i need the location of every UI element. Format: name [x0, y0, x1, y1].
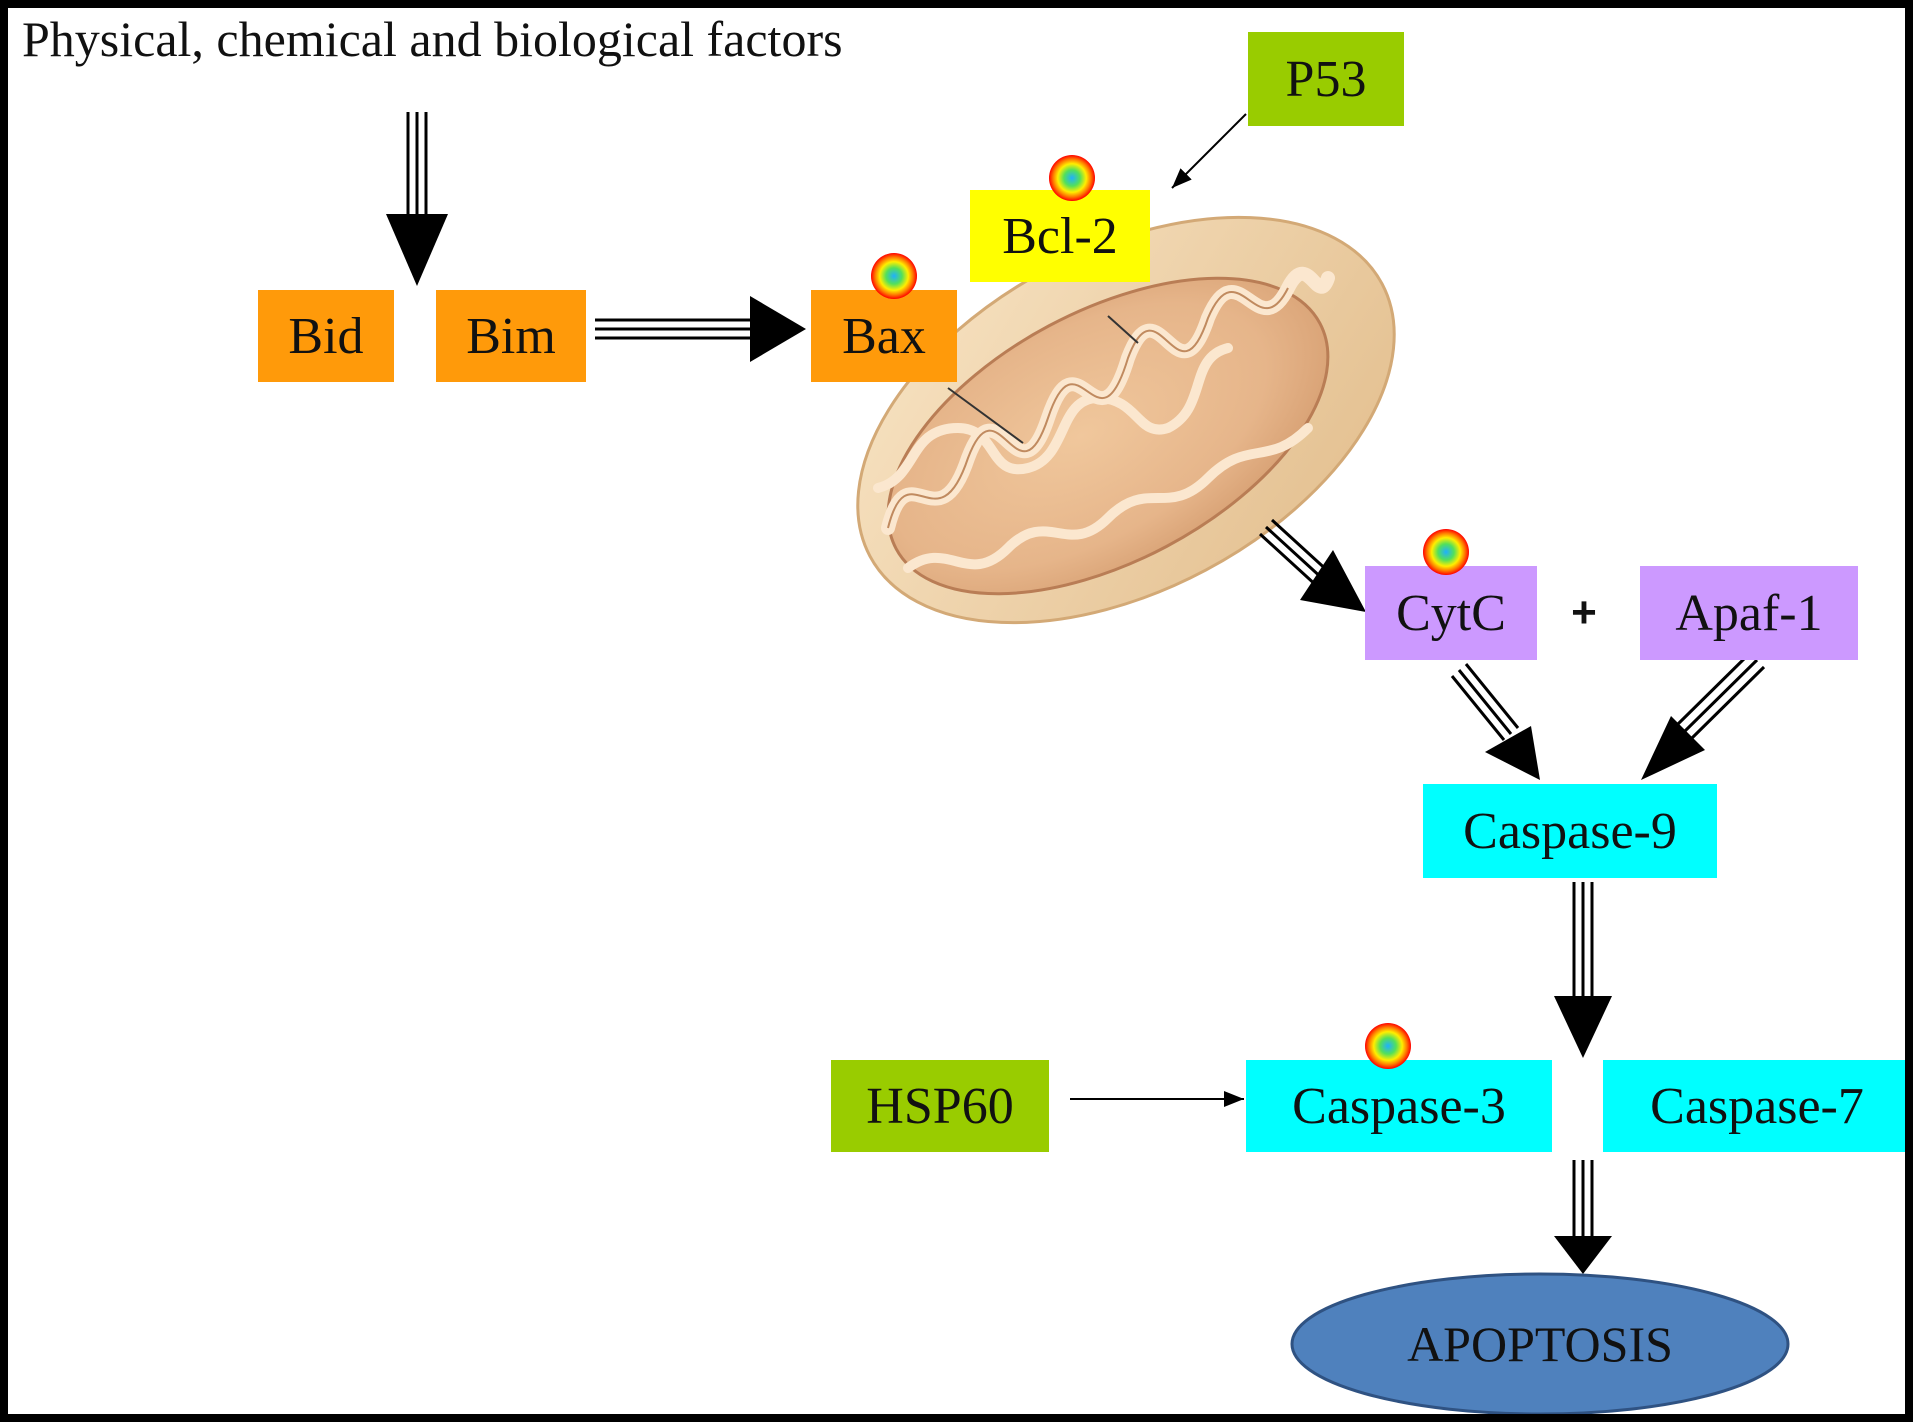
hsp60-box	[831, 1060, 1049, 1152]
mitochondrion-icon	[856, 215, 1396, 625]
caspase7-box	[1603, 1060, 1905, 1152]
cytc-label: CytC	[1396, 584, 1506, 642]
bim-label: Bim	[466, 307, 556, 365]
apaf1-label: Apaf-1	[1675, 584, 1823, 642]
caspase9-label: Caspase-9	[1463, 802, 1677, 860]
hsp60-label: HSP60	[866, 1077, 1014, 1135]
pathway-diagram	[258, 32, 1905, 1414]
target-marker-icon	[1049, 155, 1095, 201]
cytc-box	[1365, 566, 1537, 660]
bid-label: Bid	[288, 307, 364, 365]
arrow-shafts	[406, 112, 1766, 1240]
target-marker-icon	[1423, 529, 1469, 575]
bim-box	[436, 290, 586, 382]
target-markers	[871, 155, 1469, 1069]
caspase3-box	[1246, 1060, 1552, 1152]
apoptosis-label: APOPTOSIS	[1407, 1316, 1673, 1372]
apaf1-box	[1640, 566, 1858, 660]
caspase7-label: Caspase-7	[1650, 1077, 1864, 1135]
diagram-title: Physical, chemical and biological factor…	[22, 11, 843, 67]
arrow-heads	[386, 214, 1705, 1274]
bcl2-box	[970, 190, 1150, 282]
bcl2-label: Bcl-2	[1002, 207, 1118, 265]
plus-sign: +	[1571, 588, 1597, 637]
p53-box	[1248, 32, 1404, 126]
node-boxes	[258, 32, 1905, 1414]
apoptosis-ellipse	[1290, 1272, 1790, 1414]
target-marker-icon	[1365, 1023, 1411, 1069]
target-marker-icon	[871, 253, 917, 299]
caspase9-box	[1423, 784, 1717, 878]
bax-label: Bax	[842, 307, 926, 365]
p53-label: P53	[1285, 50, 1367, 108]
p53-inhibits-bcl2-arrow	[1171, 113, 1247, 189]
bid-box	[258, 290, 394, 382]
caspase3-label: Caspase-3	[1292, 1077, 1506, 1135]
bax-box	[811, 290, 957, 382]
